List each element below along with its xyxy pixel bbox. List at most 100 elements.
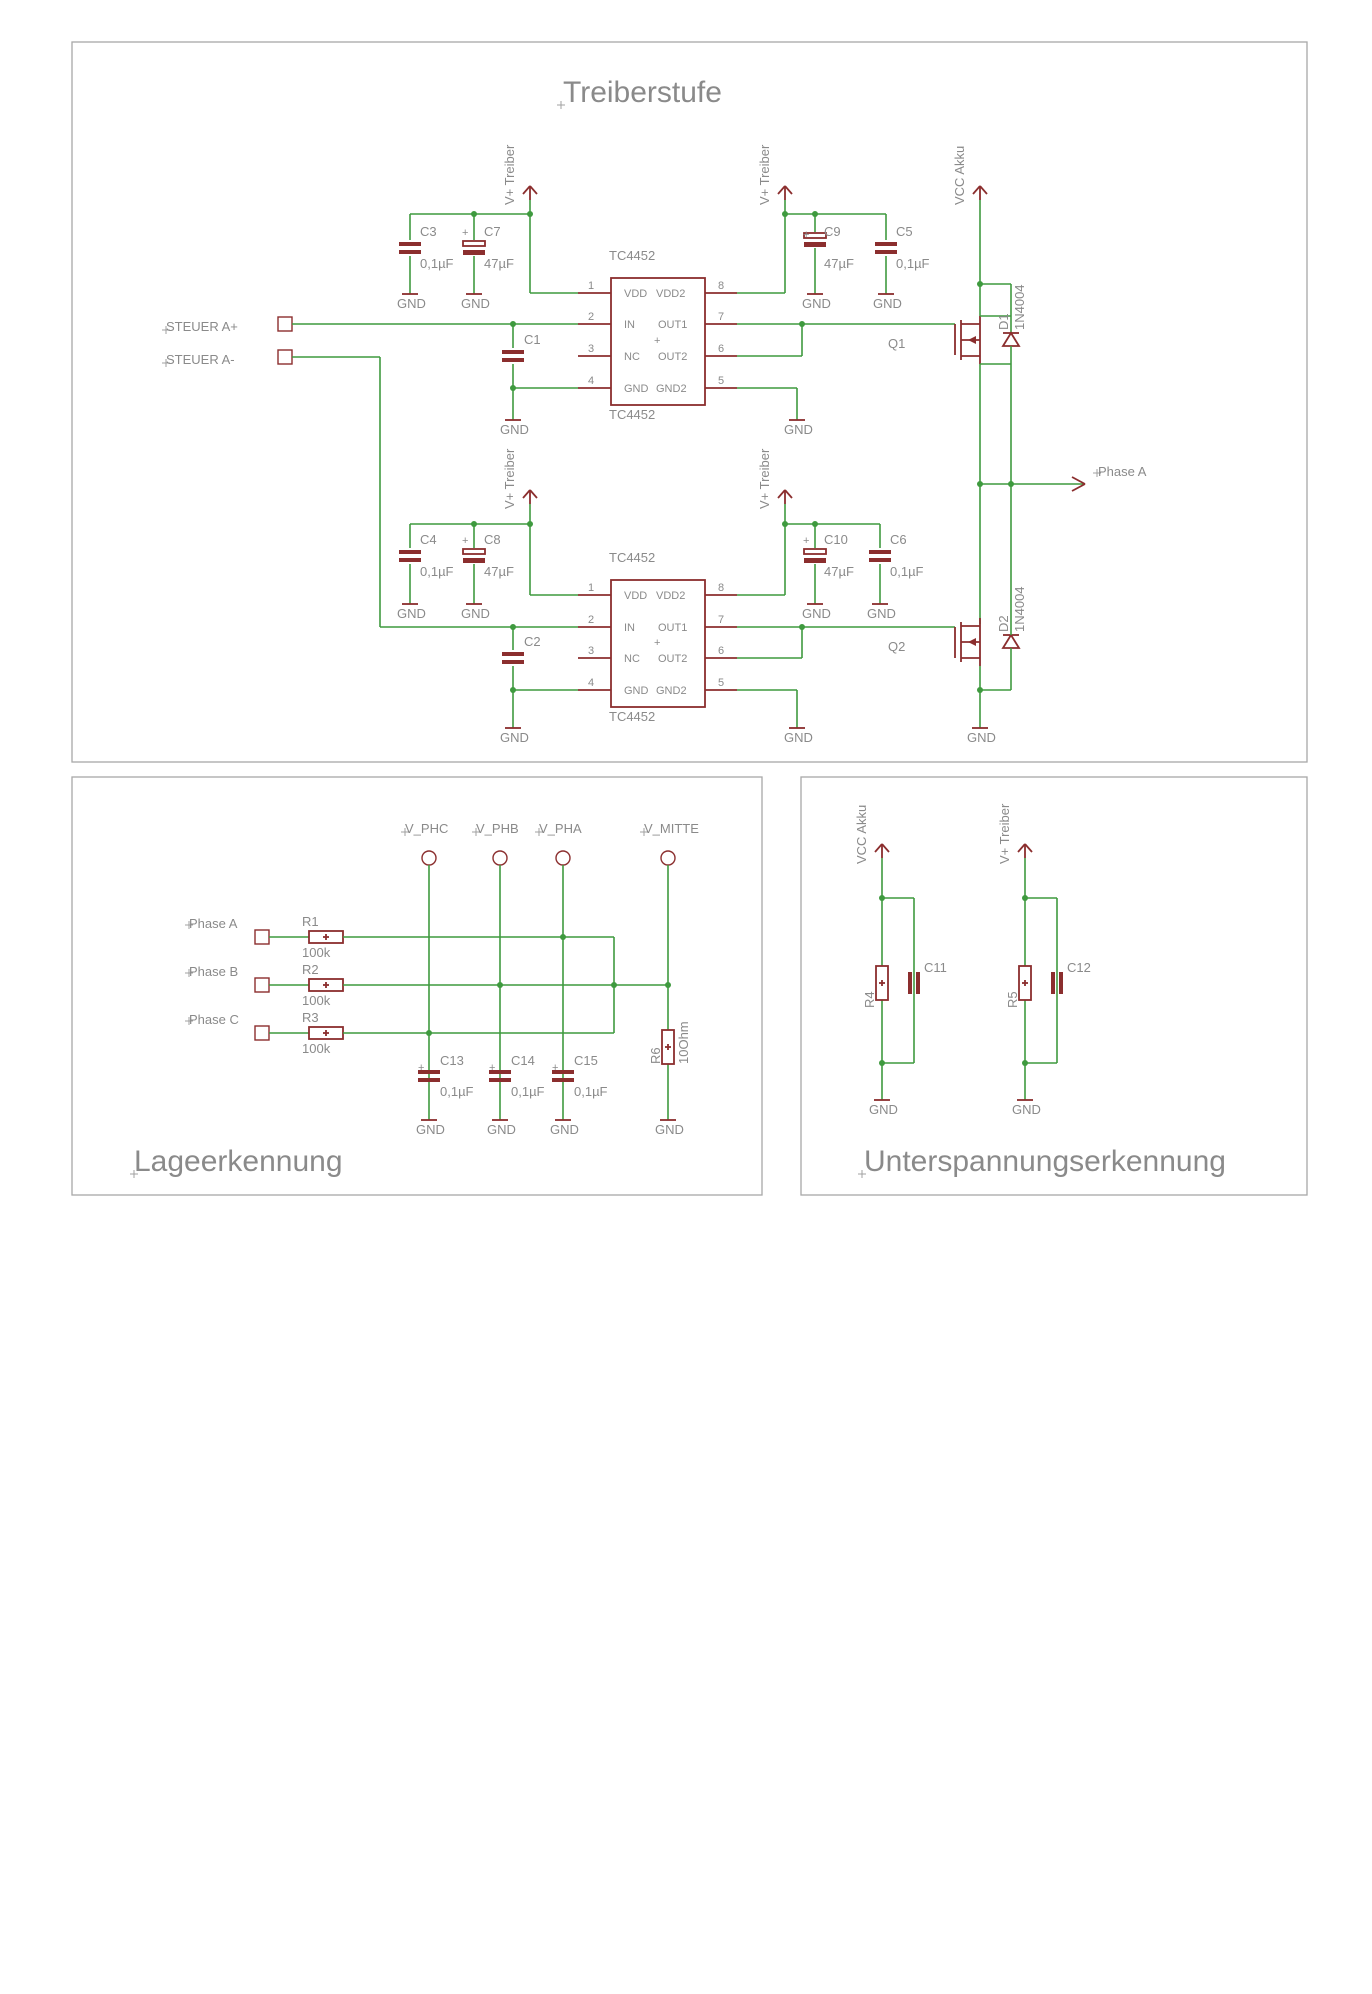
vplus-label-2: V+ Treiber bbox=[997, 803, 1012, 864]
pin-label: VDD bbox=[624, 288, 647, 300]
c11-name: C11 bbox=[924, 960, 947, 975]
gnd-label: GND bbox=[1012, 1102, 1041, 1117]
pin-label: VDD2 bbox=[656, 288, 685, 300]
pin-num: 7 bbox=[718, 614, 724, 626]
gnd-label: GND bbox=[784, 730, 813, 745]
part-value: 0,1µF bbox=[890, 564, 924, 579]
pin-label: OUT2 bbox=[658, 351, 687, 363]
r2-value: 100k bbox=[302, 993, 331, 1008]
gnd-label: GND bbox=[873, 296, 902, 311]
pin-num: 7 bbox=[718, 311, 724, 323]
pin-num: 2 bbox=[588, 614, 594, 626]
d1-value: 1N4004 bbox=[1012, 284, 1027, 330]
cap-plus: + bbox=[489, 1062, 495, 1074]
vplus-label: V+ Treiber bbox=[757, 144, 772, 205]
diode-d1: D1 1N4004 bbox=[980, 284, 1027, 365]
part-value: 0,1µF bbox=[896, 256, 930, 271]
unterspannung-circuit: VCC Akku R4 C11 GND V+ Treiber R5 C12 GN… bbox=[854, 803, 1091, 1117]
gnd-label: GND bbox=[461, 606, 490, 621]
ic-u2-name: TC4452 bbox=[609, 550, 655, 565]
v-phb-label: V_PHB bbox=[476, 821, 519, 836]
gnd-label: GND bbox=[487, 1122, 516, 1137]
ic-u1-value: TC4452 bbox=[609, 407, 655, 422]
steuer-a-minus-label: STEUER A- bbox=[166, 352, 235, 367]
gnd-label: GND bbox=[784, 422, 813, 437]
part-name: C7 bbox=[484, 224, 501, 239]
frame-treiberstufe bbox=[71, 41, 1308, 763]
part-name: C2 bbox=[524, 634, 541, 649]
title-treiberstufe: Treiberstufe bbox=[563, 76, 722, 109]
v-mitte-label: V_MITTE bbox=[644, 821, 699, 836]
part-value: 47µF bbox=[824, 256, 854, 271]
c14-name: C14 bbox=[511, 1053, 535, 1068]
r6-name: R6 bbox=[648, 1047, 663, 1064]
pin-num: 8 bbox=[718, 280, 724, 292]
pin-num: 1 bbox=[588, 582, 594, 594]
part-name: C3 bbox=[420, 224, 437, 239]
title-unterspannungserkennung: Unterspannungserkennung bbox=[864, 1145, 1226, 1178]
diode-d2: D2 1N4004 bbox=[977, 586, 1027, 693]
phase-a-out-label: Phase A bbox=[1098, 464, 1147, 479]
pin-label: + bbox=[654, 335, 660, 347]
ic-u2-value: TC4452 bbox=[609, 709, 655, 724]
elko-plus: + bbox=[462, 535, 468, 547]
r3-value: 100k bbox=[302, 1041, 331, 1056]
gnd-label: GND bbox=[550, 1122, 579, 1137]
c13-name: C13 bbox=[440, 1053, 464, 1068]
pin-num: 6 bbox=[718, 343, 724, 355]
pin-label: GND2 bbox=[656, 383, 687, 395]
gnd-label: GND bbox=[461, 296, 490, 311]
mosfet-q1 bbox=[954, 316, 981, 364]
phase-a-output-arrow bbox=[1071, 476, 1086, 492]
ic-u1-name: TC4452 bbox=[609, 248, 655, 263]
vplus-label: V+ Treiber bbox=[757, 448, 772, 509]
pin-num: 8 bbox=[718, 582, 724, 594]
gnd-label: GND bbox=[802, 296, 831, 311]
phase-c-label: Phase C bbox=[189, 1012, 239, 1027]
d2-value: 1N4004 bbox=[1012, 586, 1027, 632]
v-phc-label: V_PHC bbox=[405, 821, 448, 836]
pin-label: OUT2 bbox=[658, 653, 687, 665]
pin-num: 5 bbox=[718, 677, 724, 689]
elko-plus: + bbox=[462, 227, 468, 239]
gnd-label: GND bbox=[397, 296, 426, 311]
pin-num: 4 bbox=[588, 677, 594, 689]
gnd-label: GND bbox=[802, 606, 831, 621]
phase-b-label: Phase B bbox=[189, 964, 238, 979]
r2-name: R2 bbox=[302, 962, 319, 977]
r4-name: R4 bbox=[862, 991, 877, 1008]
pin-num: 4 bbox=[588, 375, 594, 387]
steuer-a-plus-label: STEUER A+ bbox=[166, 319, 238, 334]
part-name: C8 bbox=[484, 532, 501, 547]
r1-name: R1 bbox=[302, 914, 319, 929]
ic-u2-body bbox=[610, 579, 706, 708]
elko-plus: + bbox=[803, 229, 809, 241]
pin-label: VDD2 bbox=[656, 590, 685, 602]
gnd-label: GND bbox=[655, 1122, 684, 1137]
r6-value: 10Ohm bbox=[676, 1021, 691, 1064]
d2-name: D2 bbox=[996, 615, 1011, 632]
vplus-label: V+ Treiber bbox=[502, 144, 517, 205]
part-value: 47µF bbox=[484, 564, 514, 579]
part-value: 0,1µF bbox=[420, 256, 454, 271]
c15-name: C15 bbox=[574, 1053, 598, 1068]
part-value: 0,1µF bbox=[420, 564, 454, 579]
gnd-label: GND bbox=[867, 606, 896, 621]
part-value: 47µF bbox=[824, 564, 854, 579]
pin-num: 3 bbox=[588, 645, 594, 657]
gnd-label: GND bbox=[869, 1102, 898, 1117]
frame-lageerkennung bbox=[71, 776, 763, 1196]
gnd-label: GND bbox=[416, 1122, 445, 1137]
pin-label: GND bbox=[624, 383, 649, 395]
r3-name: R3 bbox=[302, 1010, 319, 1025]
gnd-label: GND bbox=[967, 730, 996, 745]
phase-a-label: Phase A bbox=[189, 916, 238, 931]
pin-label: GND2 bbox=[656, 685, 687, 697]
c12-name: C12 bbox=[1067, 960, 1091, 975]
lageerkennung-circuit: V_PHC V_PHB V_PHA V_MITTE Phase A Phase … bbox=[185, 821, 699, 1137]
part-name: C6 bbox=[890, 532, 907, 547]
pin-num: 3 bbox=[588, 343, 594, 355]
vcc-akku-label: VCC Akku bbox=[952, 146, 967, 205]
elko-plus: + bbox=[803, 535, 809, 547]
